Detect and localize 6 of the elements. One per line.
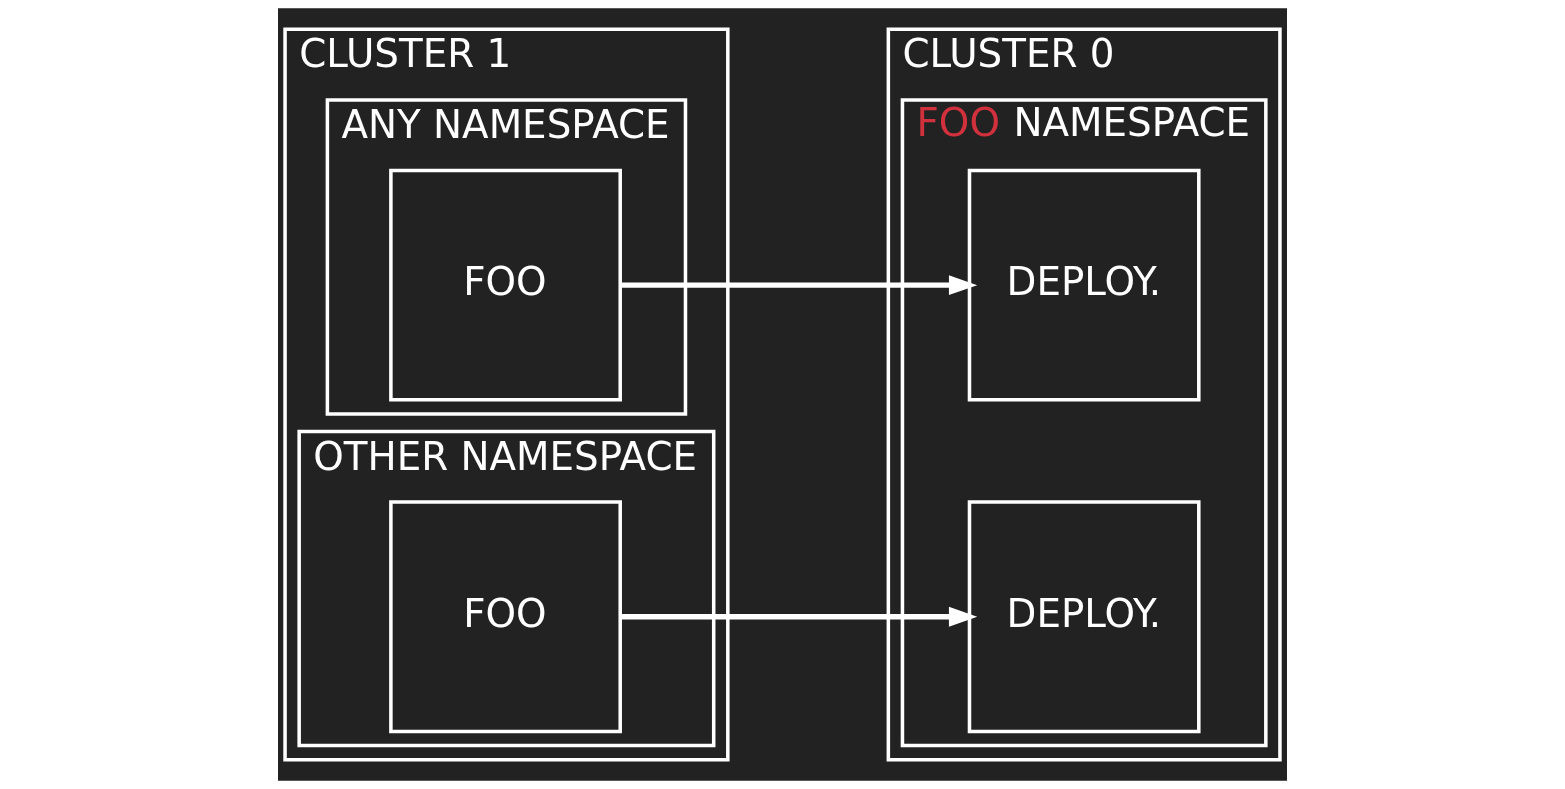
node-box: FOO <box>389 168 622 402</box>
arrow <box>620 275 978 296</box>
node-box: FOO <box>389 500 622 734</box>
arrow <box>620 606 978 627</box>
node-box: DEPLOY. <box>967 168 1201 402</box>
node-box: DEPLOY. <box>967 500 1201 734</box>
